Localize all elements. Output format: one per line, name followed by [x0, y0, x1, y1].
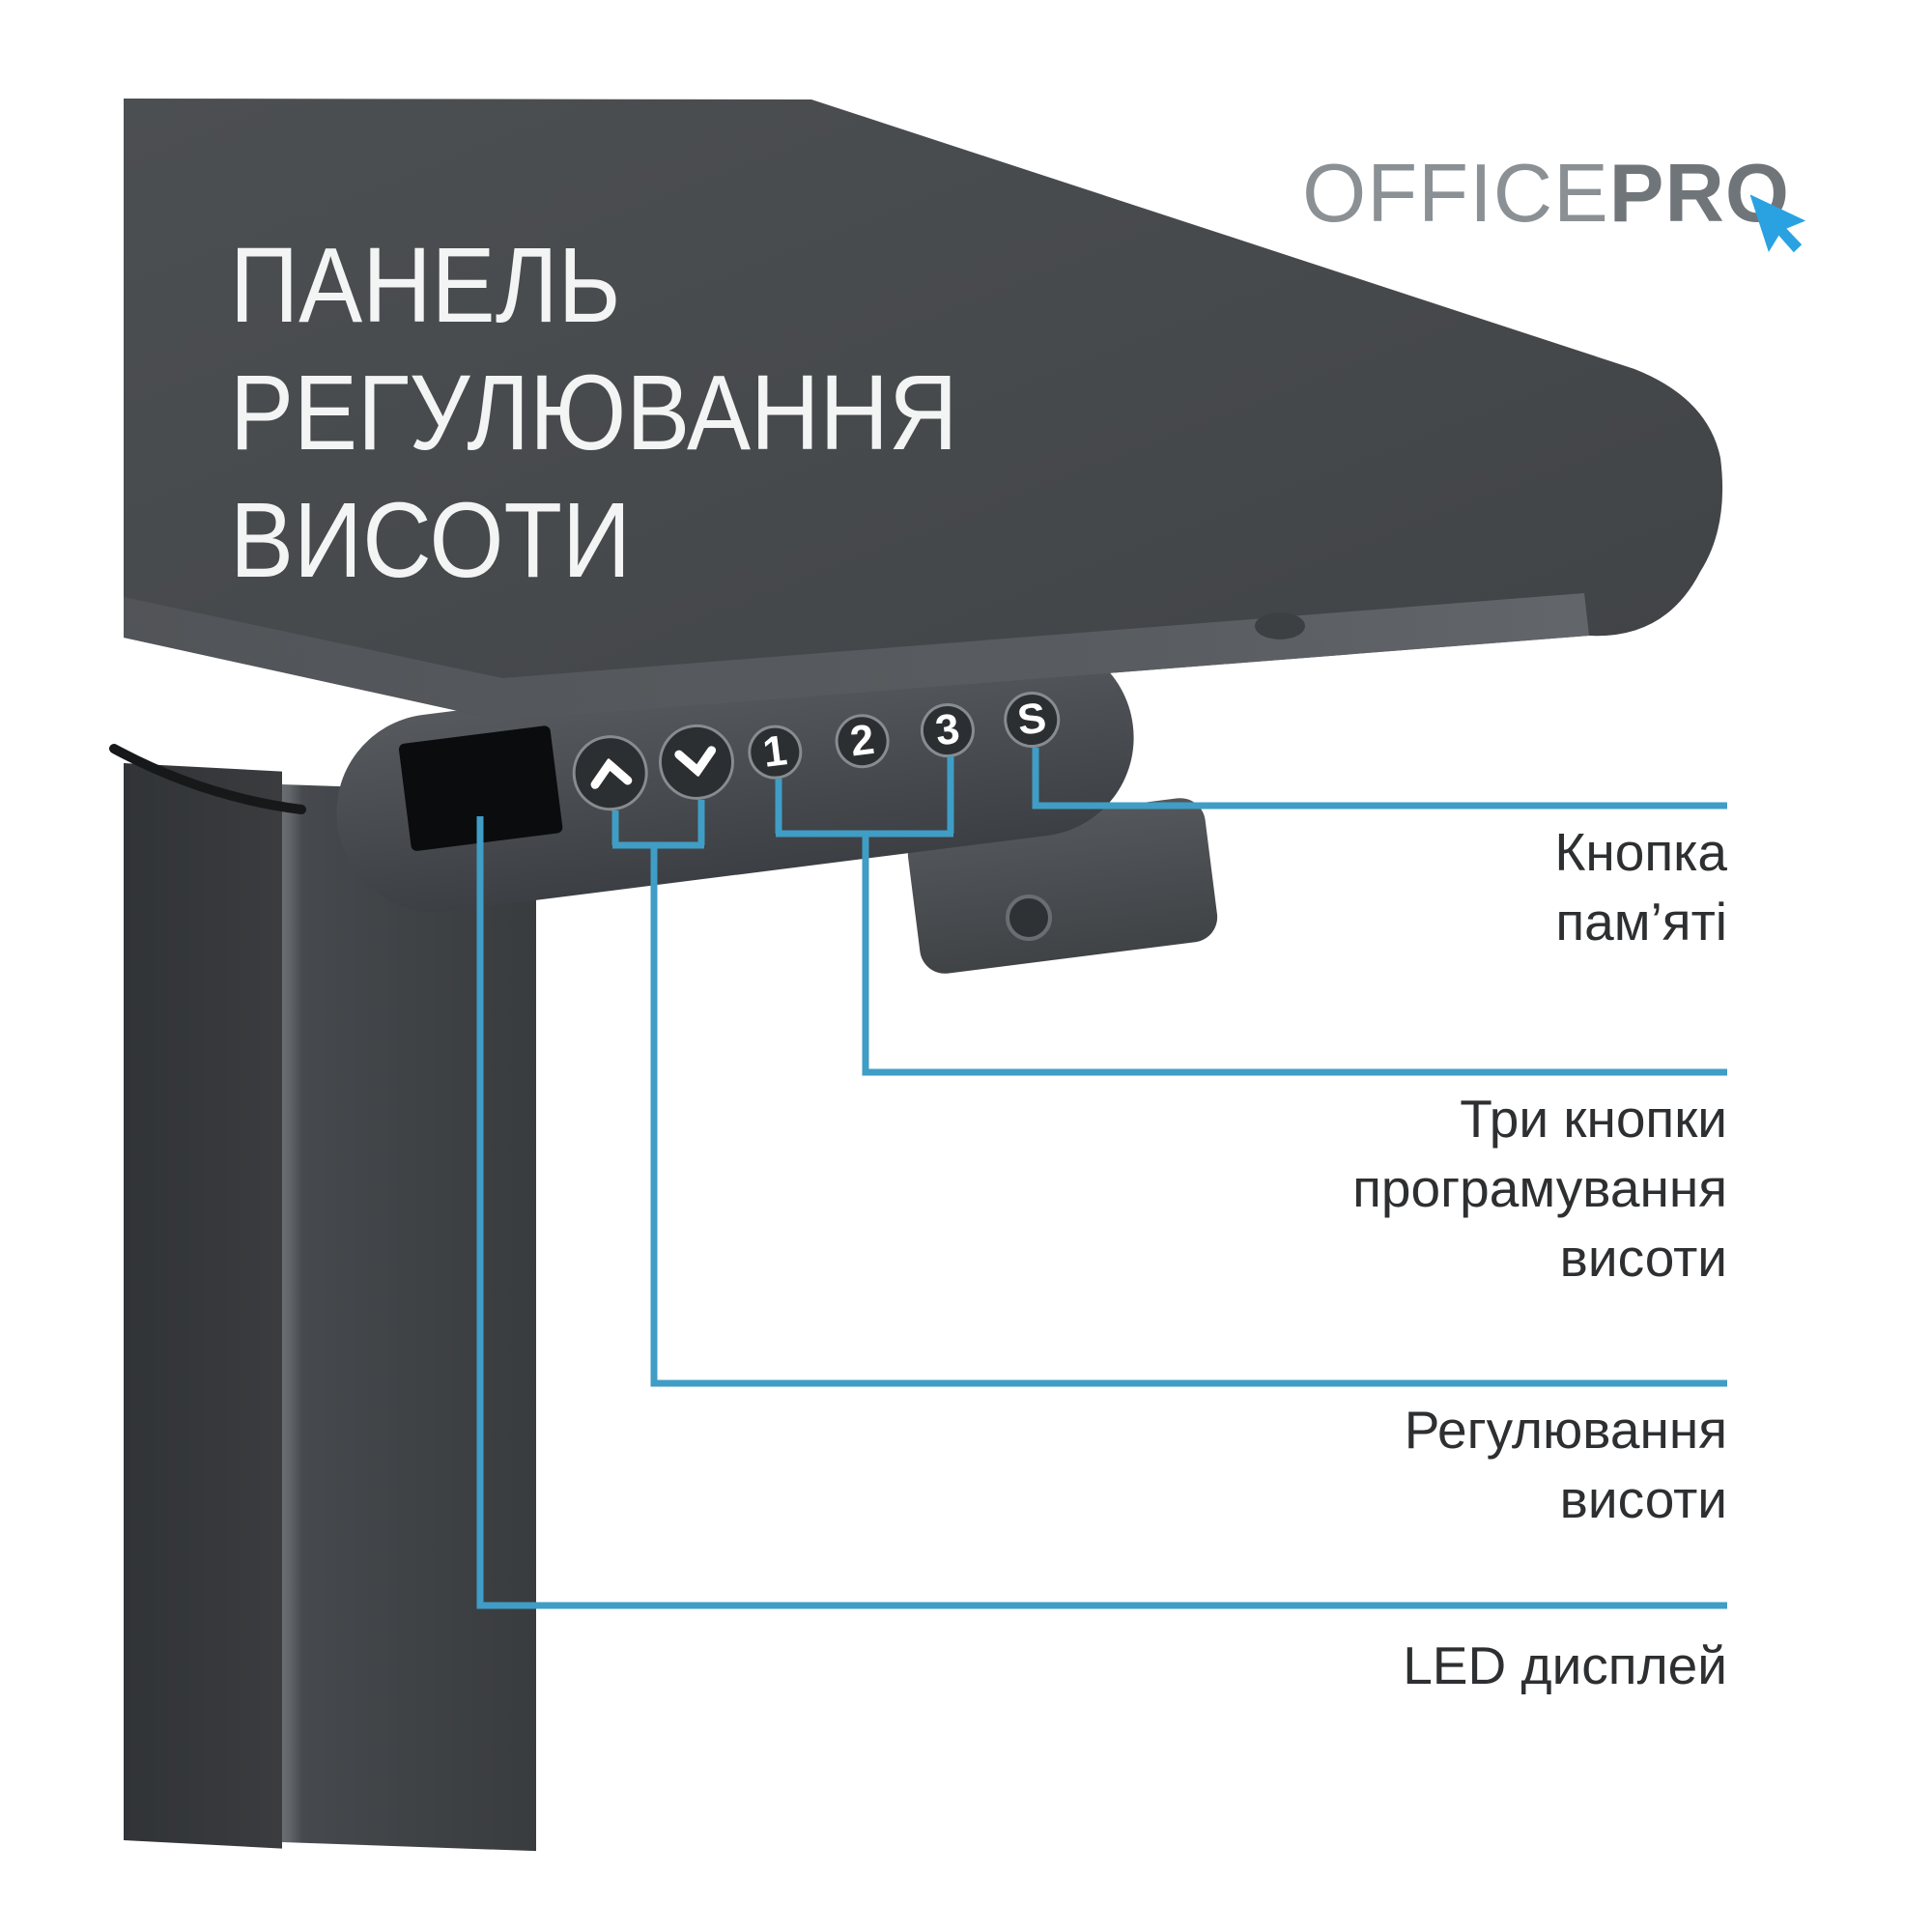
- logo-text-light: OFFICE: [1302, 148, 1609, 240]
- chevron-down-icon: [674, 746, 717, 778]
- callout-presets-line-2: програмування: [1352, 1158, 1727, 1218]
- callout-height-line-1: Регулювання: [1404, 1400, 1727, 1460]
- title-line-1: ПАНЕЛЬ: [230, 226, 621, 345]
- officepro-logo: OFFICEPRO: [1302, 153, 1790, 235]
- power-cable: [109, 744, 306, 814]
- callout-presets-line-1: Три кнопки: [1460, 1089, 1727, 1149]
- height-control-panel: 1 2 3 S: [325, 626, 1146, 924]
- callout-line-memory: [1032, 748, 1727, 810]
- callout-label-display: LED дисплей: [1403, 1631, 1727, 1700]
- cable-clip: [1255, 612, 1305, 639]
- title-line-2: РЕГУЛЮВАННЯ: [230, 354, 958, 472]
- callout-display-line-1: LED дисплей: [1403, 1635, 1727, 1695]
- callout-line-presets: [775, 756, 1727, 1076]
- cursor-arrow-icon: [1750, 194, 1806, 253]
- down-button[interactable]: [654, 720, 739, 805]
- screw-icon: [1006, 895, 1052, 941]
- callout-line-height: [611, 800, 1727, 1387]
- callout-memory-line-2: пам’яті: [1555, 892, 1727, 952]
- callout-presets-line-3: висоти: [1559, 1228, 1727, 1288]
- callout-label-presets: Три кнопки програмування висоти: [1352, 1084, 1727, 1293]
- title-line-3: ВИСОТИ: [230, 481, 632, 600]
- callout-memory-line-1: Кнопка: [1554, 822, 1727, 882]
- callout-label-height: Регулювання висоти: [1405, 1395, 1727, 1534]
- callout-height-line-2: висоти: [1559, 1469, 1727, 1529]
- callout-line-display: [476, 816, 1727, 1609]
- chevron-up-icon: [590, 757, 633, 789]
- up-button[interactable]: [568, 730, 653, 815]
- callout-label-memory: Кнопка пам’яті: [1554, 817, 1727, 956]
- page-title: ПАНЕЛЬ РЕГУЛЮВАННЯ ВИСОТИ: [230, 222, 958, 605]
